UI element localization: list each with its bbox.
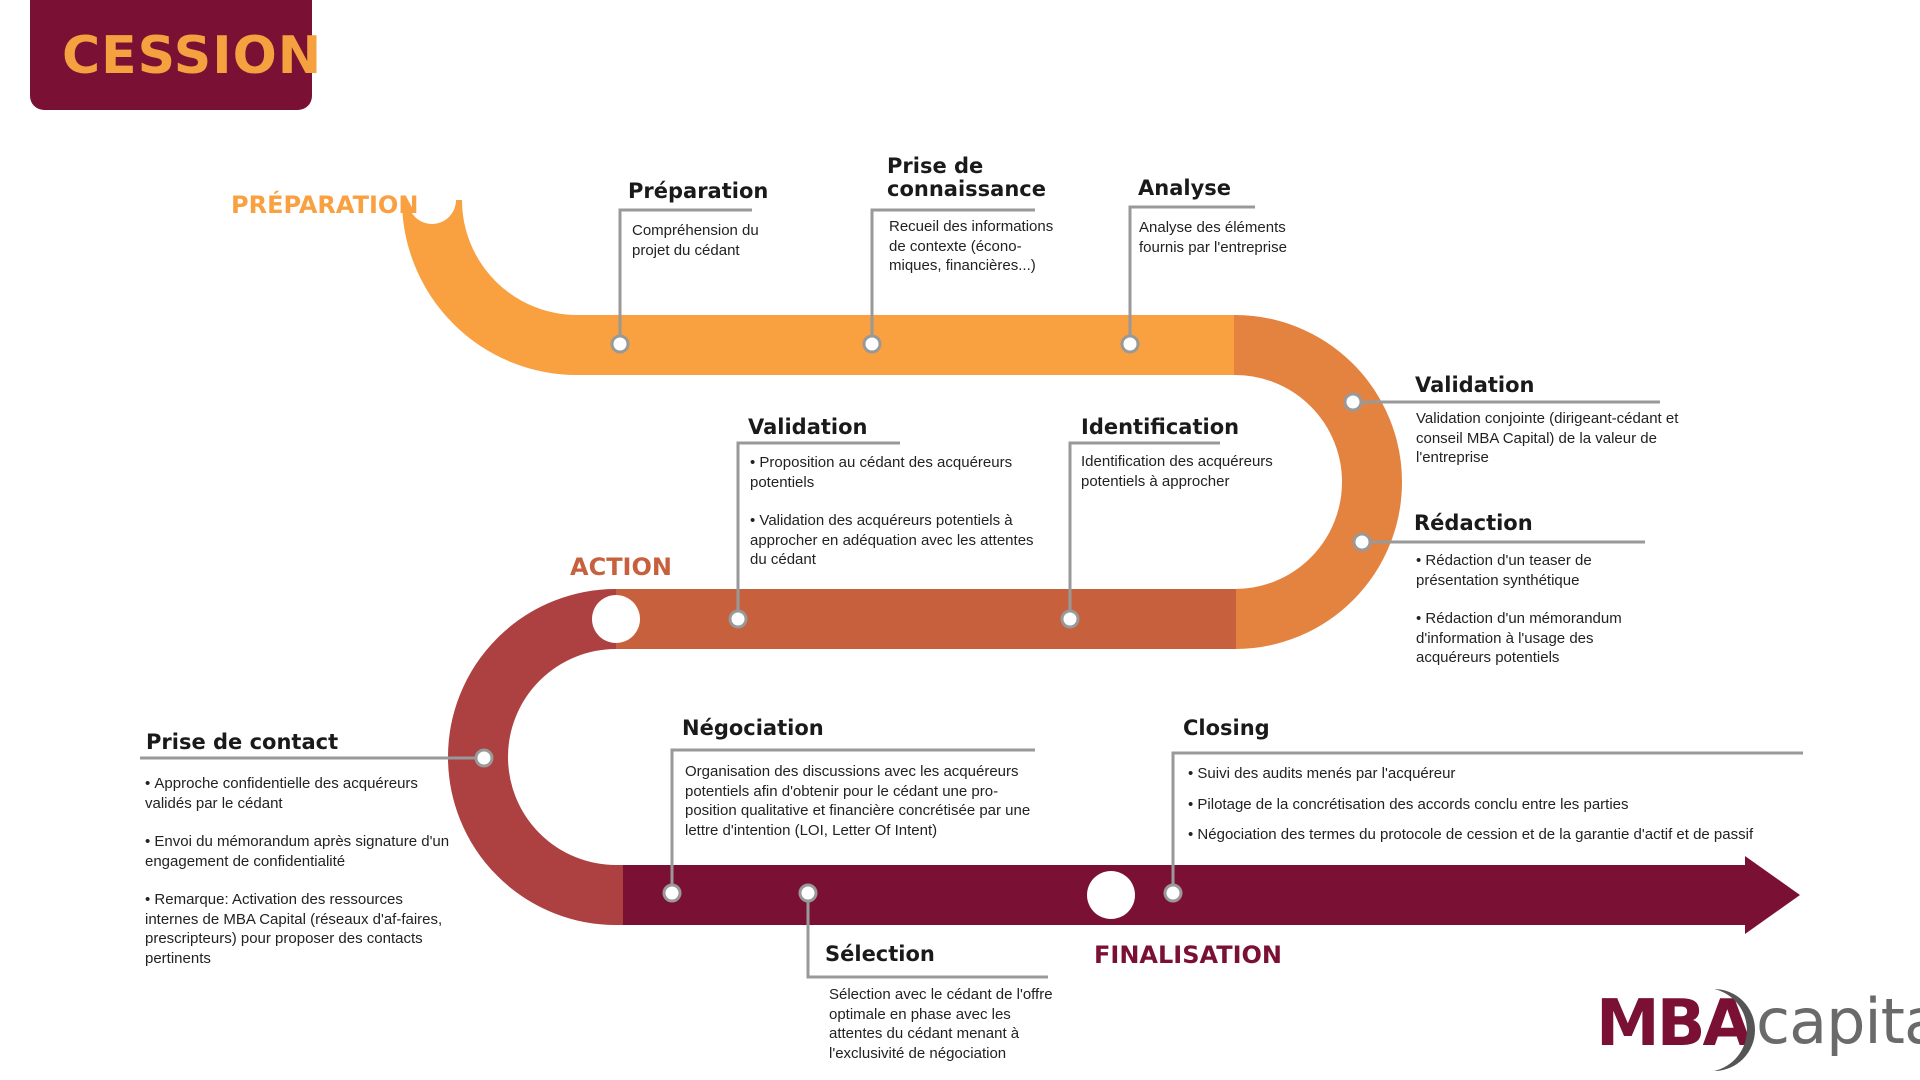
dot-prise-connaissance (862, 334, 882, 354)
phase-label-preparation: PRÉPARATION (231, 191, 419, 219)
step-text-analyse: Analyse des éléments fournis par l'entre… (1139, 219, 1287, 256)
list-item: Rédaction d'un mémorandum d'information … (1416, 609, 1646, 668)
step-title-validation-2: Validation (748, 415, 868, 439)
connector-analyse (1128, 205, 1255, 344)
page-title: CESSION (62, 26, 323, 86)
road-segment-finalisation-turn (448, 589, 625, 925)
connector-identification (1068, 441, 1220, 619)
dot-analyse (1120, 334, 1140, 354)
step-title-identification: Identification (1081, 415, 1240, 439)
step-title-preparation: Préparation (628, 179, 769, 203)
connector-negociation (670, 748, 1035, 893)
step-title-negociation: Négociation (682, 716, 824, 740)
step-title-validation-1: Validation (1415, 373, 1535, 397)
list-item: Suivi des audits menés par l'acquéreur (1188, 764, 1808, 784)
list-item: Envoi du mémorandum après signature d'un… (145, 832, 455, 871)
road-arrow-head (1745, 856, 1800, 934)
dot-identification (1060, 609, 1080, 629)
step-title-prise-connaissance: Prise de connaissance (887, 154, 1046, 201)
step-text-preparation: Compréhension du projet du cédant (632, 222, 759, 259)
road-segment-action-turn (1234, 315, 1402, 649)
step-text-prise-connaissance: Recueil des informations de contexte (éc… (889, 218, 1054, 274)
phase-circle-preparation (408, 176, 456, 224)
step-title-prise-contact: Prise de contact (146, 730, 339, 754)
logo-mba: MBA (1596, 987, 1752, 1061)
connector-validation-2 (736, 441, 900, 619)
step-title-analyse: Analyse (1138, 176, 1232, 200)
phase-label-action: ACTION (570, 553, 672, 581)
dot-validation-2 (728, 609, 748, 629)
step-list-prise-contact: Approche confidentielle des acquéreurs v… (145, 774, 455, 968)
dot-redaction (1352, 532, 1372, 552)
dot-negociation (662, 883, 682, 903)
dot-selection (798, 883, 818, 903)
step-text-negociation: Organisation des discussions avec les ac… (685, 763, 1031, 839)
connector-preparation (618, 208, 752, 344)
step-text-selection: Sélection avec le cédant de l'offre opti… (829, 986, 1053, 1062)
step-text-identification: Identification des acquéreurs potentiels… (1081, 453, 1273, 490)
connector-selection (806, 893, 1048, 979)
logo-capital: capital (1756, 985, 1920, 1058)
connector-prise-connaissance (870, 208, 1035, 344)
dot-closing (1163, 883, 1183, 903)
list-item: Négociation des termes du protocole de c… (1188, 825, 1808, 845)
list-item: Approche confidentielle des acquéreurs v… (145, 774, 455, 813)
mba-capital-logo: MBA capital (1596, 985, 1920, 1075)
dot-prise-contact (474, 748, 494, 768)
list-item: Pilotage de la concrétisation des accord… (1188, 795, 1808, 815)
step-list-validation-2: Proposition au cédant des acquéreurs pot… (750, 453, 1040, 570)
phase-label-finalisation: FINALISATION (1094, 941, 1282, 969)
connector-closing (1171, 751, 1803, 893)
step-list-redaction: Rédaction d'un teaser de présentation sy… (1416, 551, 1646, 668)
logo-crescent-icon (1714, 989, 1755, 1071)
step-title-redaction: Rédaction (1414, 511, 1533, 535)
list-item: Proposition au cédant des acquéreurs pot… (750, 453, 1040, 492)
phase-circle-finalisation (1087, 871, 1135, 919)
dot-preparation (610, 334, 630, 354)
step-title-selection: Sélection (825, 942, 935, 966)
title-banner: CESSION (30, 0, 321, 110)
phase-circle-action (592, 595, 640, 643)
step-text-validation-1: Validation conjointe (dirigeant-cédant e… (1416, 410, 1679, 466)
dot-validation-1 (1343, 392, 1363, 412)
list-item: Rédaction d'un teaser de présentation sy… (1416, 551, 1646, 590)
list-item: Remarque: Activation des ressources inte… (145, 890, 455, 968)
road-segment-preparation (402, 199, 1235, 375)
step-title-closing: Closing (1183, 716, 1270, 740)
step-list-closing: Suivi des audits menés par l'acquéreur P… (1188, 764, 1808, 845)
list-item: Validation des acquéreurs potentiels à a… (750, 511, 1040, 570)
